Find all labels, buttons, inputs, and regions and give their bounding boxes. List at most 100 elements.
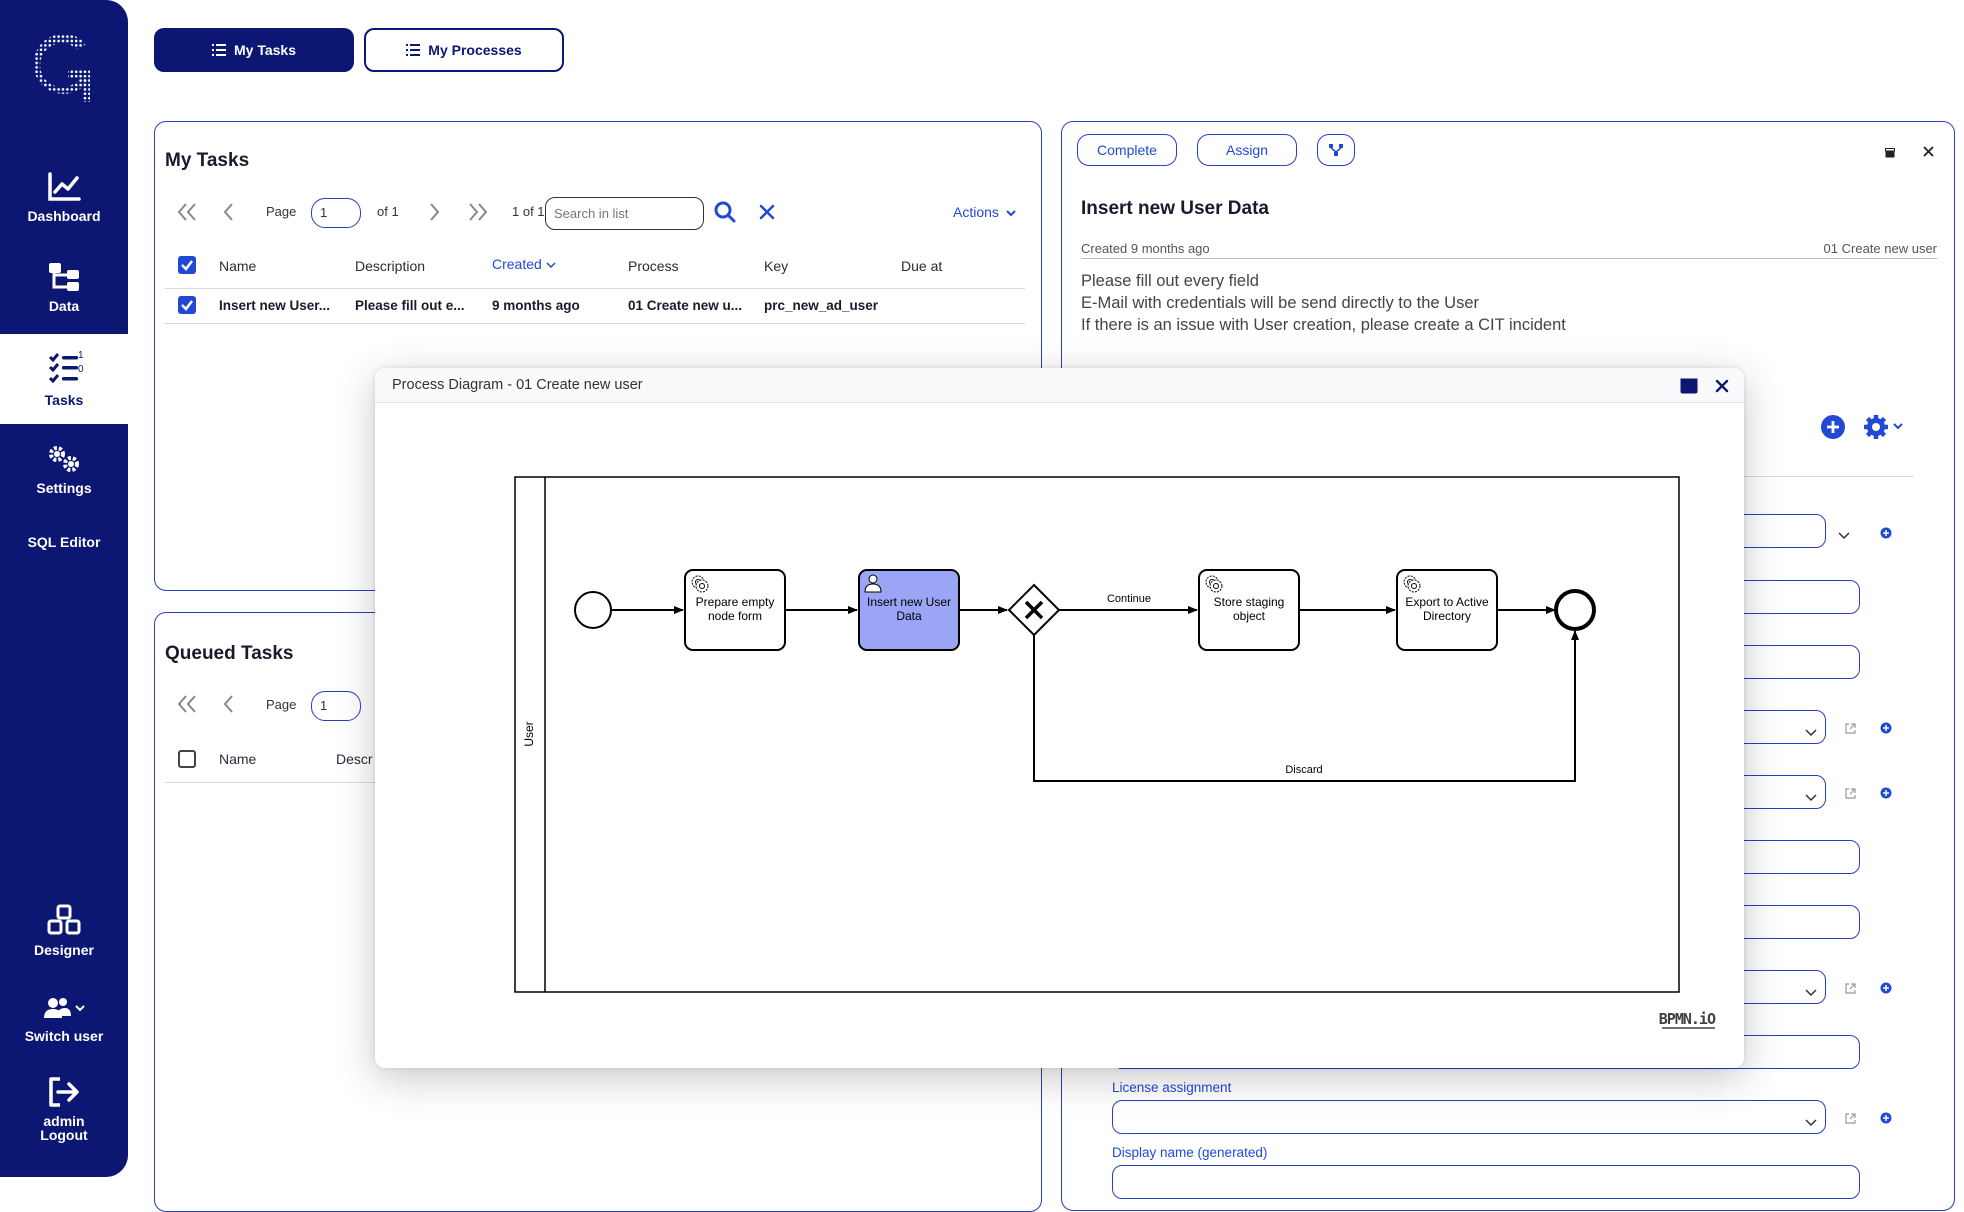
clear-icon[interactable] [759,204,775,220]
queued-col-description[interactable]: Descr [336,751,373,767]
modal-title: Process Diagram - 01 Create new user [392,377,643,393]
first-page-icon[interactable] [176,202,200,222]
external-link-icon[interactable] [1845,981,1856,999]
bpmn-task-export-ad[interactable]: Export to Active Directory [1396,569,1498,651]
svg-text:Prepare empty: Prepare empty [696,595,775,609]
col-due-at[interactable]: Due at [901,258,943,274]
page-of-label: of 1 [377,204,399,219]
nav-switch-user[interactable]: Switch user [0,996,128,1044]
next-page-icon[interactable] [427,202,441,222]
description-line: If there is an issue with User creation,… [1081,316,1566,334]
settings-dropdown[interactable] [1863,414,1907,440]
search-icon[interactable] [714,201,736,223]
description-line: E-Mail with credentials will be send dir… [1081,294,1479,312]
close-modal-icon[interactable] [1715,379,1729,393]
bpmn-task-store-staging[interactable]: Store staging object [1198,569,1300,651]
nav-data-label: Data [48,298,80,314]
col-created[interactable]: Created [492,256,556,272]
chevron-down-icon [1805,984,1817,1002]
nav-designer-label: Designer [34,942,94,958]
svg-text:Insert new User: Insert new User [867,595,951,609]
tasks-badge-bottom: 0 [78,364,84,375]
queued-prev-page-icon[interactable] [222,694,236,714]
nav-sql-editor-label: SQL Editor [27,534,101,550]
external-link-icon[interactable] [1845,786,1856,804]
diagram-button[interactable] [1317,134,1355,166]
complete-button[interactable]: Complete [1077,134,1177,166]
list-icon [212,44,226,56]
display-name-input[interactable] [1112,1165,1860,1199]
col-created-label: Created [492,256,542,272]
task-description: Please fill out every field E-Mail with … [1081,270,1566,336]
nav-dashboard[interactable]: Dashboard [0,172,128,224]
tab-my-processes[interactable]: My Processes [364,28,564,72]
add-field-icon[interactable] [1880,526,1892,544]
last-page-icon[interactable] [465,202,489,222]
nav-logout[interactable]: admin Logout [0,1076,128,1142]
user-task-icon [864,574,882,593]
queued-page-input[interactable]: 1 [311,691,361,721]
maximize-icon[interactable] [1680,378,1698,394]
tab-my-tasks[interactable]: My Tasks [154,28,354,72]
bpmn-task-insert-user-data[interactable]: Insert new User Data [858,569,960,651]
page-input[interactable]: 1 [311,198,361,228]
queued-col-name[interactable]: Name [219,751,257,767]
service-task-gear-icon [691,575,709,593]
bpmn-diagram: User Prepare empty node form Insert ne [514,476,1717,1029]
col-name[interactable]: Name [219,258,257,274]
gears-icon [49,446,79,472]
my-tasks-title: My Tasks [165,150,250,171]
chevron-down-icon [1805,1114,1817,1132]
process-diagram-modal: Process Diagram - 01 Create new user Use… [375,368,1744,1068]
bpmn-end-event[interactable] [1554,589,1596,631]
nav-data[interactable]: Data [0,262,128,314]
nav-designer[interactable]: Designer [0,904,128,958]
add-field-icon[interactable] [1880,981,1892,999]
queued-first-page-icon[interactable] [176,694,200,714]
task-title: Insert new User Data [1081,198,1269,219]
row-checkbox[interactable] [178,296,196,314]
external-link-icon[interactable] [1845,721,1856,739]
prev-page-icon[interactable] [222,202,236,222]
search-input[interactable] [545,197,704,230]
close-panel-icon[interactable] [1923,144,1934,157]
nav-sql-editor[interactable]: SQL Editor [0,534,128,550]
svg-text:Store staging: Store staging [1214,595,1285,609]
queued-select-all-checkbox[interactable] [178,750,196,768]
nav-switch-user-label: Switch user [24,1028,104,1044]
data-hierarchy-icon [49,263,79,291]
add-circle-icon[interactable] [1820,414,1846,440]
modal-header: Process Diagram - 01 Create new user [375,368,1744,403]
chart-line-icon [48,172,81,201]
bpmn-io-watermark[interactable]: BPMN.iO [1659,1010,1717,1028]
tasks-badge-top: 1 [78,350,84,361]
nav-settings[interactable]: Settings [0,444,128,496]
col-description[interactable]: Description [355,258,426,274]
bpmn-exclusive-gateway[interactable] [1007,583,1061,637]
actions-dropdown[interactable]: Actions [953,204,1016,220]
nav-tasks[interactable]: 1 0 Tasks [0,334,128,424]
license-assignment-select[interactable] [1112,1100,1826,1134]
bpmn-flow-discard-label: Discard [1285,764,1322,776]
col-process[interactable]: Process [628,258,679,274]
bpmn-task-prepare-form[interactable]: Prepare empty node form [684,569,786,651]
add-field-icon[interactable] [1880,786,1892,804]
tasks-list-icon [42,352,90,384]
assign-button[interactable]: Assign [1197,134,1297,166]
cell-key: prc_new_ad_user [764,298,879,313]
select-all-checkbox[interactable] [178,256,196,274]
task-header-divider [1081,258,1937,259]
external-link-icon[interactable] [1845,1111,1856,1129]
maximize-icon[interactable] [1885,145,1895,158]
service-task-gear-icon [1205,575,1223,593]
col-key[interactable]: Key [764,258,789,274]
app-logo[interactable] [30,30,96,106]
tab-my-tasks-label: My Tasks [234,42,296,58]
sidebar: Dashboard Data 1 0 Tasks Settings SQL Ed… [0,0,128,1177]
cubes-icon [47,904,81,935]
bpmn-pool [514,476,1680,993]
add-field-icon[interactable] [1880,1111,1892,1129]
bpmn-start-event[interactable] [574,591,612,629]
add-field-icon[interactable] [1880,721,1892,739]
bpmn-flow-discard [1033,630,1579,782]
